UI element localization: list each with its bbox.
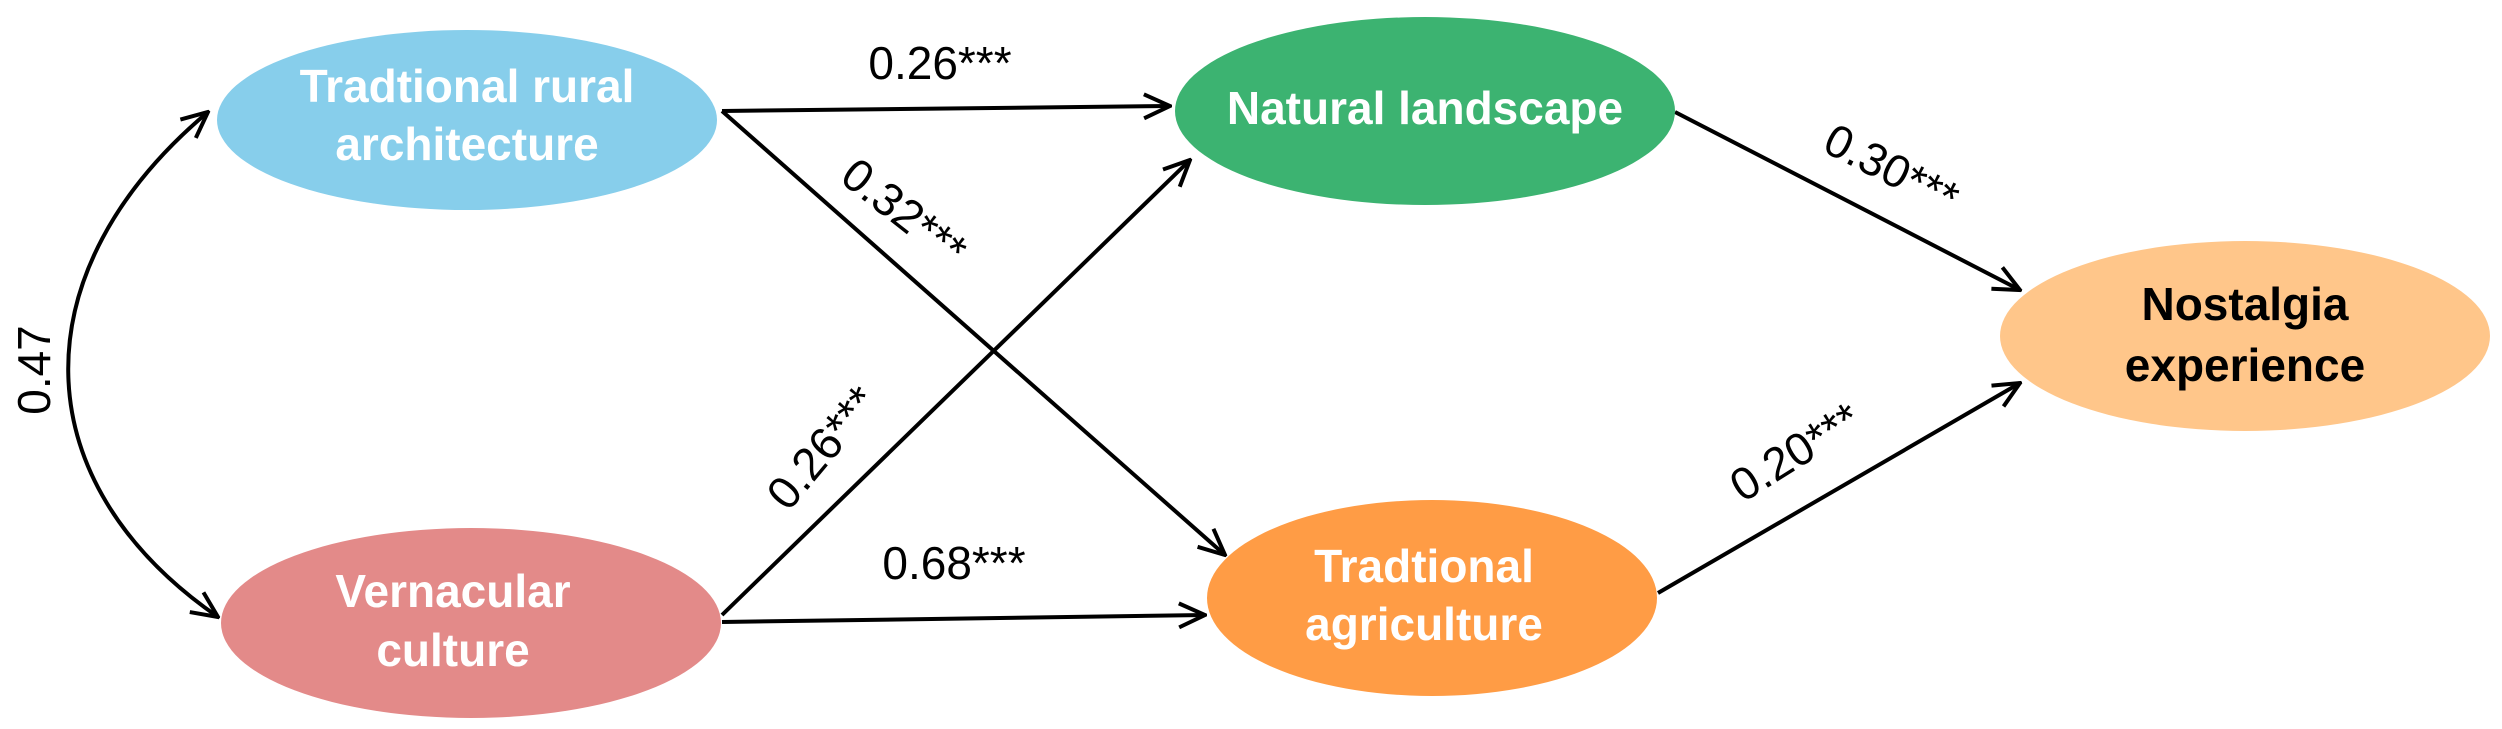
edge-covariance bbox=[66, 112, 218, 617]
node-vernacular-culture: Vernacular culture bbox=[221, 528, 721, 718]
edge-label-architecture-to-agriculture: 0.32*** bbox=[832, 147, 977, 276]
edge-label-culture-to-landscape: 0.26*** bbox=[756, 376, 888, 519]
node-ellipse bbox=[2000, 241, 2490, 431]
node-ellipse bbox=[1207, 500, 1657, 696]
edge-label-landscape-to-nostalgia: 0.30*** bbox=[1816, 113, 1967, 224]
edge-label-architecture-to-landscape: 0.26*** bbox=[868, 37, 1011, 89]
edge-agriculture-to-nostalgia bbox=[1656, 383, 2020, 595]
node-ellipse bbox=[1175, 17, 1675, 205]
edge-label-covariance: 0.47 bbox=[8, 325, 60, 415]
node-label-line1: Nostalgia bbox=[2141, 278, 2348, 330]
node-label-line1: Tradtional rural bbox=[300, 60, 635, 112]
node-traditional-agriculture: Tradtional agriculture bbox=[1207, 500, 1657, 696]
edge-architecture-to-landscape bbox=[721, 106, 1170, 111]
node-natural-landscape: Natural landscape bbox=[1175, 17, 1675, 205]
node-label-line2: agriculture bbox=[1305, 598, 1543, 650]
node-label-line1: Natural landscape bbox=[1227, 82, 1623, 134]
edge-landscape-to-nostalgia bbox=[1674, 110, 2020, 290]
node-label-line1: Vernacular bbox=[335, 565, 570, 617]
edge-label-culture-to-agriculture: 0.68*** bbox=[882, 537, 1025, 589]
node-label-line2: culture bbox=[376, 624, 529, 676]
node-ellipse bbox=[221, 528, 721, 718]
edge-culture-to-landscape bbox=[720, 160, 1190, 617]
edge-culture-to-agriculture bbox=[721, 615, 1205, 622]
node-label-line2: experience bbox=[2125, 339, 2365, 391]
node-label-line1: Tradtional bbox=[1314, 540, 1534, 592]
node-label-line2: architecture bbox=[335, 118, 598, 170]
node-nostalgia-experience: Nostalgia experience bbox=[2000, 241, 2490, 431]
edge-label-agriculture-to-nostalgia: 0.20*** bbox=[1720, 392, 1869, 512]
node-traditional-rural-architecture: Tradtional rural architecture bbox=[217, 30, 717, 210]
node-ellipse bbox=[217, 30, 717, 210]
edge-architecture-to-agriculture bbox=[720, 109, 1225, 555]
